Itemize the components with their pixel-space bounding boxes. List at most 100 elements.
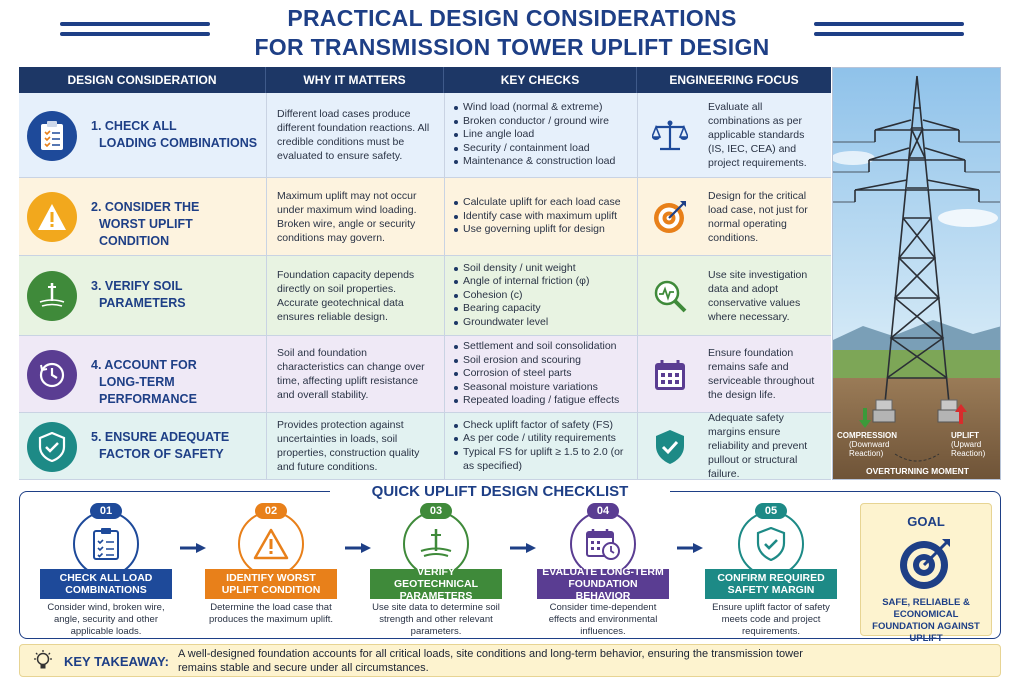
checklist-title: QUICK UPLIFT DESIGN CHECKLIST — [330, 483, 670, 501]
checklist-step: 03 VERIFY GEOTECHNICAL PARAMETERS Use si… — [370, 503, 502, 637]
consideration-title-line-2: LONG-TERM PERFORMANCE — [99, 374, 197, 406]
engineering-focus-cell: Ensure foundation remains safe and servi… — [637, 336, 831, 412]
consideration-title-line-2: PARAMETERS — [99, 296, 186, 310]
step-label: EVALUATE LONG-TERM FOUNDATION BEHAVIOR — [537, 566, 669, 602]
header-engineering-focus: ENGINEERING FOCUS — [669, 73, 799, 87]
compression-title: COMPRESSION — [837, 431, 898, 440]
uplift-title: UPLIFT — [951, 431, 979, 440]
key-check-item: Wind load (normal & extreme) — [453, 101, 615, 115]
engineering-focus-text: Ensure foundation remains safe and servi… — [708, 347, 815, 401]
why-it-matters-cell: Maximum uplift may not occur under maxim… — [266, 178, 444, 255]
takeaway-text-line-1: A well-designed foundation accounts for … — [178, 648, 803, 660]
table-row: 3. VERIFY SOIL PARAMETERS Foundation cap… — [19, 256, 831, 336]
key-check-item: Soil erosion and scouring — [453, 354, 619, 368]
consideration-title-line-1: 1. CHECK ALL — [91, 118, 177, 133]
page-title: PRACTICAL DESIGN CONSIDERATIONS FOR TRAN… — [0, 4, 1024, 62]
key-checks-cell: Check uplift factor of safety (FS)As per… — [444, 413, 637, 479]
step-number: 04 — [587, 503, 619, 519]
key-check-item: Security / containment load — [453, 142, 615, 156]
key-takeaway: KEY TAKEAWAY: A well-designed foundation… — [19, 644, 1001, 677]
consideration-title: 1. CHECK ALL LOADING COMBINATIONS — [89, 118, 257, 152]
step-label: CONFIRM REQUIRED SAFETY MARGIN — [705, 569, 837, 599]
step-label: VERIFY GEOTECHNICAL PARAMETERS — [370, 566, 502, 602]
design-consideration-cell: 4. ACCOUNT FOR LONG-TERM PERFORMANCE — [19, 336, 266, 412]
engineering-focus-cell: Design for the critical load case, not j… — [637, 178, 831, 255]
key-check-item: Maintenance & construction load — [453, 155, 615, 169]
step-number: 03 — [420, 503, 452, 519]
table-row: 2. CONSIDER THE WORST UPLIFT CONDITION M… — [19, 178, 831, 256]
compression-label: COMPRESSION (Downward Reaction) — [837, 431, 897, 458]
key-check-item: Groundwater level — [453, 316, 589, 330]
consideration-title: 2. CONSIDER THE WORST UPLIFT CONDITION — [89, 199, 266, 250]
key-checks-list: Check uplift factor of safety (FS)As per… — [453, 419, 631, 473]
checklist-step: 04 EVALUATE LONG-TERM FOUNDATION BEHAVIO… — [537, 503, 669, 637]
key-check-item: Cohesion (c) — [453, 289, 589, 303]
step-arrow-icon — [677, 540, 703, 553]
table-header: DESIGN CONSIDERATION WHY IT MATTERS KEY … — [19, 67, 831, 93]
step-description: Consider time-dependent effects and envi… — [548, 602, 658, 637]
uplift-sub-2: Reaction) — [951, 449, 986, 458]
step-arrow-icon — [180, 540, 206, 553]
shield-check-icon — [650, 427, 690, 467]
key-checks-cell: Wind load (normal & extreme)Broken condu… — [444, 93, 637, 177]
tower-illustration: COMPRESSION (Downward Reaction) UPLIFT (… — [832, 67, 1001, 480]
title-line-1: PRACTICAL DESIGN CONSIDERATIONS — [287, 5, 737, 31]
compression-sub-2: Reaction) — [849, 449, 884, 458]
key-check-item: Soil density / unit weight — [453, 262, 589, 276]
clock-cycle-icon — [27, 349, 77, 400]
engineering-focus-cell: Use site investigation data and adopt co… — [637, 256, 831, 335]
compression-sub-1: (Downward — [849, 440, 890, 449]
calendar-clock-icon — [570, 511, 636, 577]
consideration-title: 3. VERIFY SOIL PARAMETERS — [89, 278, 186, 312]
consideration-title-line-2: FACTOR OF SAFETY — [99, 446, 224, 461]
step-description: Use site data to determine soil strength… — [372, 602, 500, 637]
consideration-title-line-1: 3. VERIFY SOIL — [91, 279, 183, 293]
key-check-item: Identify case with maximum uplift — [453, 210, 621, 224]
design-consideration-cell: 2. CONSIDER THE WORST UPLIFT CONDITION — [19, 178, 266, 255]
title-rule-left-2 — [60, 32, 210, 36]
consideration-title-line-1: 4. ACCOUNT FOR — [91, 357, 197, 372]
goal-title: GOAL — [907, 514, 945, 529]
header-why-it-matters: WHY IT MATTERS — [266, 67, 444, 93]
why-it-matters-cell: Provides protection against uncertaintie… — [266, 413, 444, 479]
step-number: 01 — [90, 503, 122, 519]
step-arrow-icon — [510, 540, 536, 553]
table-row: 4. ACCOUNT FOR LONG-TERM PERFORMANCE Soi… — [19, 336, 831, 413]
step-description: Consider wind, broken wire, angle, secur… — [47, 602, 165, 637]
clipboard-checklist-icon — [27, 110, 77, 161]
uplift-sub-1: (Upward — [951, 440, 982, 449]
key-check-item: Bearing capacity — [453, 302, 589, 316]
why-it-matters-cell: Foundation capacity depends directly on … — [266, 256, 444, 335]
engineering-focus-text: Design for the critical load case, not j… — [708, 189, 808, 244]
soil-probe-icon — [27, 271, 77, 321]
key-check-item: Line angle load — [453, 128, 615, 142]
target-icon — [650, 197, 690, 237]
magnifier-graph-icon — [650, 276, 690, 316]
table-row: 5. ENSURE ADEQUATE FACTOR OF SAFETY Prov… — [19, 412, 831, 480]
consideration-title-line-1: 2. CONSIDER THE — [91, 200, 200, 214]
engineering-focus-text: Adequate safety margins ensure reliabili… — [708, 412, 808, 480]
engineering-focus-text: Use site investigation data and adopt co… — [708, 268, 808, 323]
warning-triangle-icon — [27, 192, 77, 242]
checklist-step: 02 IDENTIFY WORST UPLIFT CONDITION Deter… — [205, 503, 337, 637]
warning-icon — [238, 511, 304, 577]
design-consideration-cell: 3. VERIFY SOIL PARAMETERS — [19, 256, 266, 335]
key-check-item: Calculate uplift for each load case — [453, 196, 621, 210]
header-key-checks: KEY CHECKS — [444, 67, 637, 93]
goal-box: GOAL SAFE, RELIABLE & ECONOMICAL FOUNDAT… — [860, 503, 992, 644]
key-check-item: Seasonal moisture variations — [453, 381, 619, 395]
key-check-item: Repeated loading / fatigue effects — [453, 394, 619, 408]
key-check-item: As per code / utility requirements — [453, 432, 631, 446]
step-description: Determine the load case that produces th… — [208, 602, 334, 625]
takeaway-text-line-2: remains stable and secure under all circ… — [178, 662, 429, 674]
key-check-item: Check uplift factor of safety (FS) — [453, 419, 631, 433]
design-consideration-cell: 5. ENSURE ADEQUATE FACTOR OF SAFETY — [19, 413, 266, 479]
balance-scale-icon — [650, 116, 690, 156]
table-row: 1. CHECK ALL LOADING COMBINATIONS Differ… — [19, 93, 831, 178]
consideration-title: 4. ACCOUNT FOR LONG-TERM PERFORMANCE — [89, 357, 266, 408]
title-rule-left — [60, 22, 210, 26]
takeaway-label: KEY TAKEAWAY: — [64, 654, 169, 669]
